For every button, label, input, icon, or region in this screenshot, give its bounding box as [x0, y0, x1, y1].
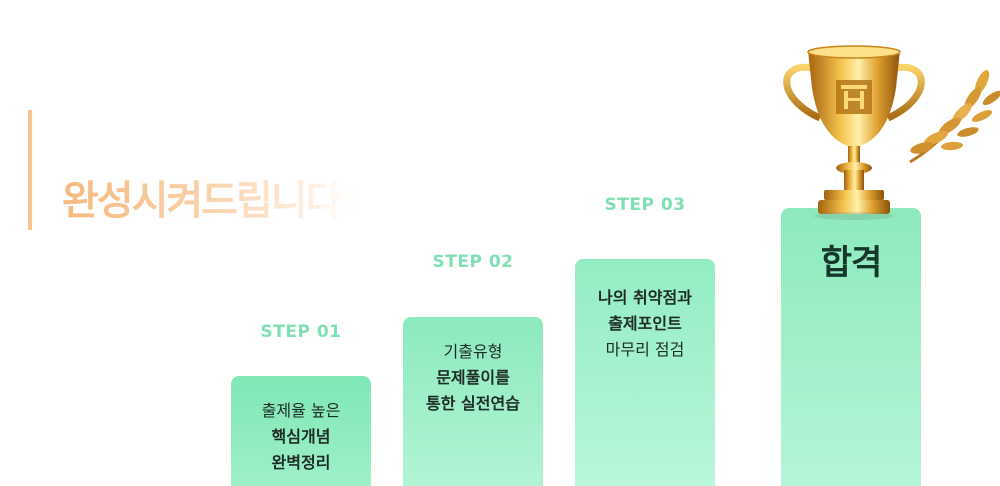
goal-label: 합격 [821, 250, 882, 276]
step-02-line-3: 통한 실전연습 [426, 391, 520, 417]
step-01-line-1: 출제율 높은 [262, 398, 341, 424]
step-02-line-1: 기출유형 [444, 339, 503, 365]
step-01-line-2: 핵심개념 [272, 424, 331, 450]
step-02-card: 기출유형 문제풀이를 통한 실전연습 [403, 317, 543, 486]
step-03-card: 나의 취약점과 출제포인트 마무리 점검 [575, 259, 715, 486]
step-03-line-1: 나의 취약점과 [598, 285, 692, 311]
step-03-line-3: 마무리 점검 [606, 337, 685, 363]
headline: 완성시켜드립니다! [62, 168, 357, 226]
step-02-label: STEP 02 [403, 252, 543, 272]
step-01-label: STEP 01 [231, 322, 371, 342]
step-03-label: STEP 03 [575, 195, 715, 215]
step-03-line-2: 출제포인트 [608, 311, 682, 337]
trophy-icon [770, 40, 1000, 225]
accent-bar [28, 110, 32, 230]
step-01-line-3: 완벽정리 [272, 450, 331, 476]
step-02-line-2: 문제풀이를 [436, 365, 510, 391]
goal-card: 합격 [781, 208, 921, 486]
step-01-card: 출제율 높은 핵심개념 완벽정리 [231, 376, 371, 486]
